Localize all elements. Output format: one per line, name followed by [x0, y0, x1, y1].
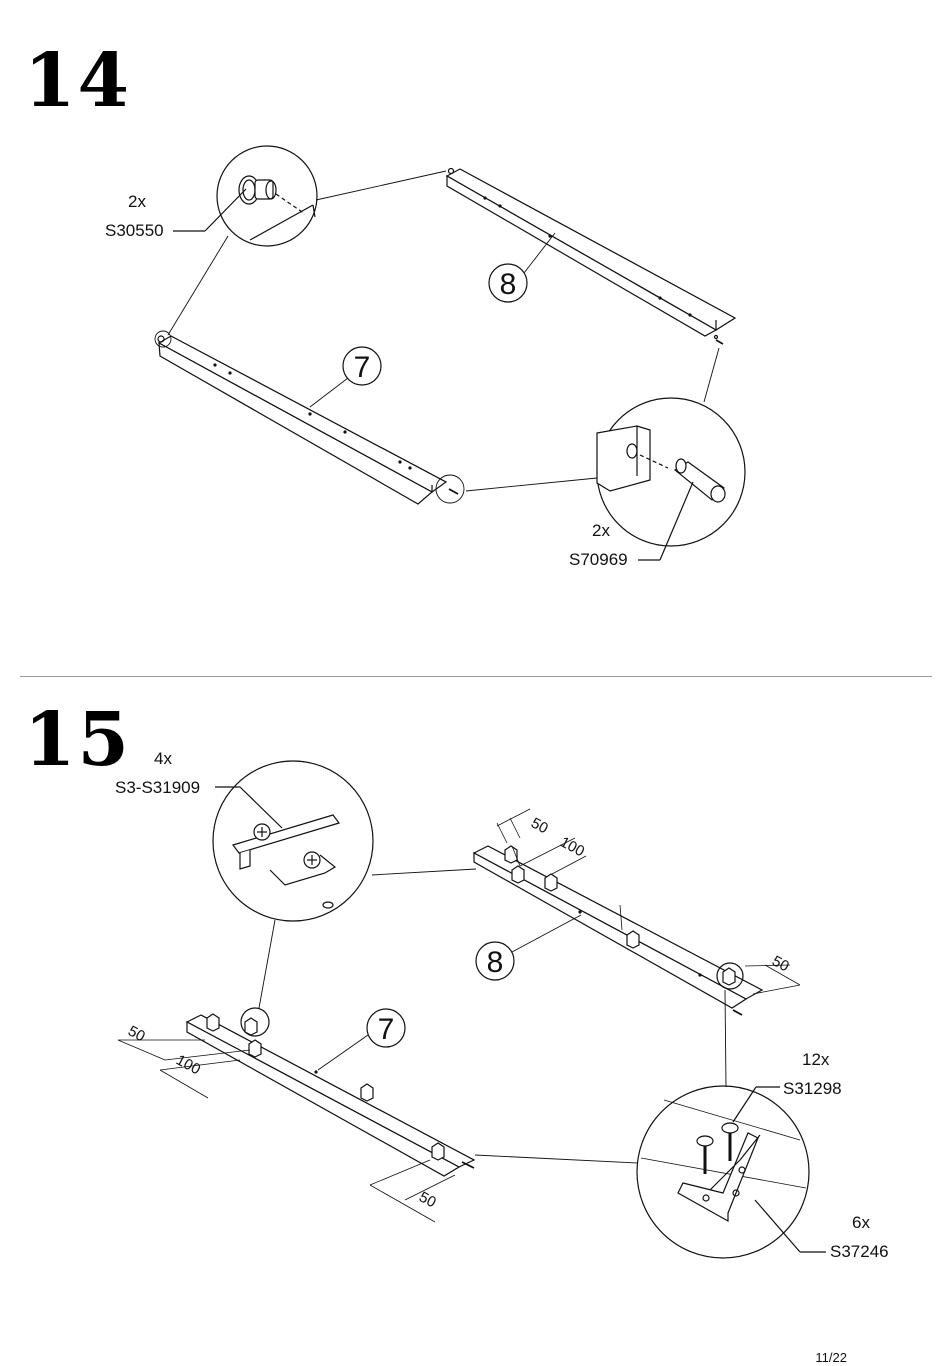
- part-8-label-step14: 8: [500, 268, 517, 301]
- step-14-dowel-code: S70969: [569, 550, 628, 569]
- part-7-bubble-step15: 7: [317, 1008, 406, 1071]
- dimensions-rail-8: 50 100 50: [496, 808, 801, 995]
- step-15-bracket-code: S37246: [830, 1242, 889, 1261]
- rail-8-step14: [445, 167, 737, 345]
- step-15-clip-detail: [212, 760, 374, 922]
- screw-icon: [696, 1135, 714, 1174]
- part-8-label-step15: 8: [487, 946, 504, 979]
- dim-rail-8-end-50: 50: [769, 953, 792, 976]
- step-15-leader-lines: [258, 868, 727, 1164]
- step-15-bracket-qty: 6x: [852, 1213, 870, 1232]
- part-8-bubble-step14: 8: [488, 232, 556, 303]
- step-divider: [20, 676, 932, 677]
- dim-rail-7-50: 50: [125, 1023, 148, 1046]
- step-15-clip-qty: 4x: [154, 749, 172, 768]
- dim-rail-8-100: 100: [557, 834, 587, 861]
- rail-7-step14: [157, 335, 459, 505]
- clips-rail-7: [206, 1007, 445, 1161]
- step-14-number: 14: [24, 38, 131, 124]
- dim-rail-7-end-50: 50: [416, 1189, 439, 1212]
- step-14-dowel-detail: [596, 397, 746, 561]
- step-15-clip-code: S3-S31909: [115, 778, 201, 797]
- step-15-bracket-detail: [636, 1085, 826, 1259]
- step-15-screw-code: S31298: [783, 1079, 842, 1098]
- dimensions-rail-7: 50 100 50: [117, 1023, 456, 1223]
- step-15-screw-qty: 12x: [802, 1050, 830, 1069]
- rail-7-step15: [185, 1014, 476, 1177]
- page-number: 11/22: [815, 1350, 847, 1365]
- step-15-number: 15: [24, 697, 131, 783]
- dim-rail-8-50: 50: [528, 815, 551, 838]
- dim-rail-7-100: 100: [173, 1052, 203, 1079]
- step-14-dowel-qty: 2x: [592, 521, 610, 540]
- step-14-dowel-cap-code: S30550: [105, 221, 164, 240]
- screw-icon: [721, 1122, 739, 1161]
- part-7-label-step15: 7: [378, 1013, 395, 1046]
- part-7-label-step14: 7: [354, 351, 371, 384]
- step-14-dowel-cap-qty: 2x: [128, 192, 146, 211]
- clips-rail-8: [504, 845, 744, 990]
- part-8-bubble-step15: 8: [475, 914, 582, 981]
- part-7-bubble-step14: 7: [309, 346, 382, 408]
- step-14-leader-lines: [154, 170, 720, 504]
- step-14-dowel-cap-detail: [173, 145, 318, 247]
